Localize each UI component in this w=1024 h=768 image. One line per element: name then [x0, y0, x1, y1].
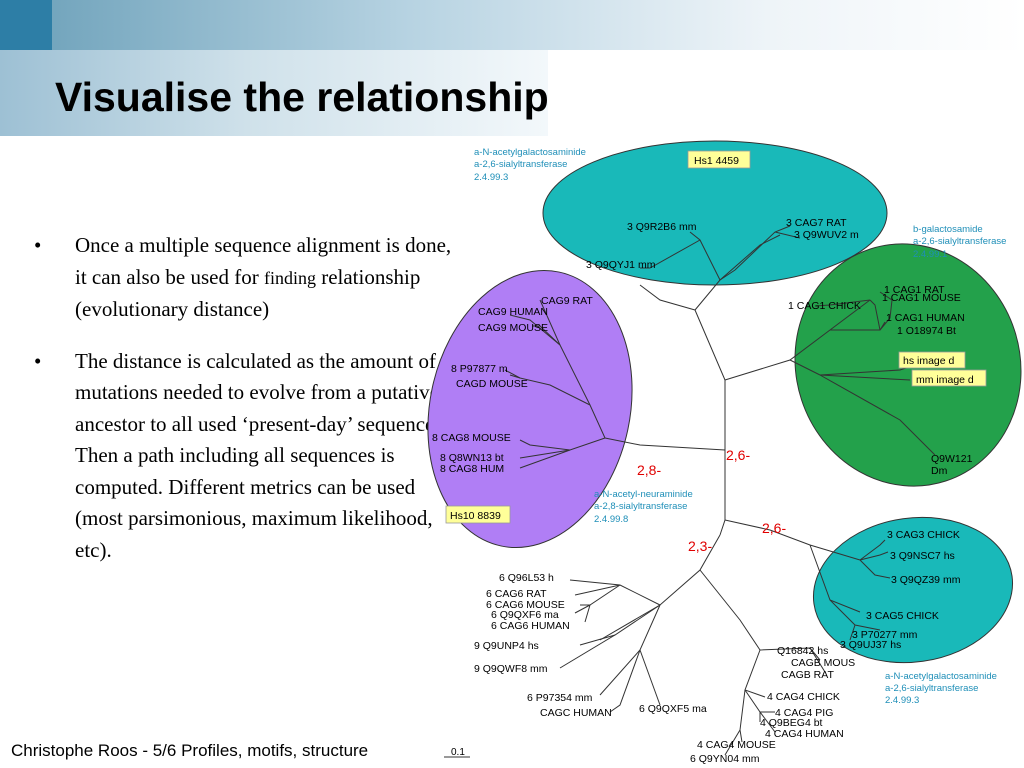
highlight-box	[898, 351, 966, 369]
highlighted-labels: Hs1 4459 Hs10 8839 hs image d mm image d	[445, 150, 987, 524]
leaf-label: 1 O18974 Bt	[897, 325, 956, 337]
highlight-label: mm image d	[916, 374, 974, 386]
group-label-left-line1: a-N-acetyl-neuraminide	[594, 489, 693, 500]
leaf-label: 3 Q9NSC7 hs	[890, 550, 955, 562]
node-label: 2,3-	[688, 538, 712, 554]
leaf-label: 1 CAG1 CHICK	[788, 300, 861, 312]
group-label-bottom: a-N-acetylgalactosaminide a-2,6-sialyltr…	[885, 671, 997, 706]
leaf-label: Q9W121	[931, 453, 973, 465]
group-label-right-line1: b-galactosamide	[913, 224, 983, 235]
leaf-label: 3 P70277 mm	[852, 629, 918, 641]
banner-square	[0, 0, 52, 50]
highlight-box	[911, 369, 987, 387]
leaf-label: 6 CAG6 RAT	[486, 588, 547, 600]
leaf-label: 4 CAG4 HUMAN	[765, 728, 844, 740]
leaf-label: 6 Q9QXF5 ma	[639, 703, 707, 715]
leaf-label: 8 P97877 m	[451, 363, 508, 375]
node-label: 2,6-	[762, 520, 786, 536]
highlight-label: Hs1 4459	[694, 155, 739, 167]
leaf-label: 6 Q9YN04 mm	[690, 753, 760, 765]
leaf-label: 3 CAG7 RAT	[786, 217, 847, 229]
leaf-label: 3 Q9QYJ1 mm	[586, 259, 656, 271]
leaf-label: 3 CAG5 CHICK	[866, 610, 939, 622]
group-label-right-line3: 2.4.99.1	[913, 249, 947, 260]
leaf-label: 4 Q9BEG4 bt	[760, 717, 823, 729]
tree-branches	[444, 225, 936, 758]
leaf-label: 8 Q8WN13 bt	[440, 452, 504, 464]
bullet-1-text-c: relationship (evolutionary distance)	[75, 264, 421, 322]
bullet-item: • The distance is calculated as the amoun…	[34, 346, 454, 567]
group-label-top-line1: a-N-acetylgalactosaminide	[474, 147, 586, 158]
highlight-box	[445, 505, 511, 524]
bullet-glyph: •	[34, 348, 42, 373]
leaf-labels: 3 Q9R2B6 mm 3 CAG7 RAT 3 Q9WUV2 m 3 Q9QY…	[432, 217, 973, 765]
leaf-label: 3 Q9QZ39 mm	[891, 574, 961, 586]
scale-label: 0.1	[451, 747, 465, 758]
leaf-label: 6 CAG6 HUMAN	[491, 620, 570, 632]
top-cluster	[542, 140, 888, 286]
leaf-label: 8 CAG8 HUM	[440, 463, 504, 475]
leaf-label: CAGB MOUS	[791, 657, 855, 669]
bullet-item: • Once a multiple sequence alignment is d…	[34, 230, 454, 326]
bullet-list: • Once a multiple sequence alignment is d…	[34, 230, 454, 586]
group-label-right-line2: a-2,6-sialyltransferase	[913, 236, 1006, 247]
bullet-1-text-b: finding	[263, 267, 316, 288]
group-label-left-line2: a-2,8-sialyltransferase	[594, 501, 687, 512]
leaf-label: CAG9 HUMAN	[478, 306, 548, 318]
bullet-glyph: •	[34, 233, 42, 257]
group-label-left: a-N-acetyl-neuraminide a-2,8-sialyltrans…	[594, 489, 693, 525]
leaf-label: CAG9 MOUSE	[478, 322, 548, 334]
left-cluster	[427, 269, 633, 549]
leaf-label: 3 Q9UJ37 hs	[840, 639, 901, 651]
leaf-label: 3 CAG3 CHICK	[887, 529, 960, 541]
highlight-label: Hs10 8839	[450, 510, 501, 522]
leaf-label: 9 Q9UNP4 hs	[474, 640, 539, 652]
leaf-label: Q16842 hs	[777, 645, 828, 657]
leaf-label: 6 P97354 mm	[527, 692, 593, 704]
group-label-bottom-line1: a-N-acetylgalactosaminide	[885, 671, 997, 682]
leaf-label: 9 Q9QWF8 mm	[474, 663, 548, 675]
leaf-label: 1 CAG1 RAT	[884, 284, 945, 296]
leaf-label: 4 CAG4 MOUSE	[697, 739, 776, 751]
leaf-label: 3 Q9R2B6 mm	[627, 221, 697, 233]
node-label: 2,6-	[726, 447, 750, 463]
node-labels: 2,6- 2,8- 2,6- 2,3-	[637, 447, 786, 554]
group-label-left-line3: 2.4.99.8	[594, 514, 628, 525]
bullet-2-text: The distance is calculated as the amount…	[75, 348, 448, 562]
top-banner	[0, 0, 1024, 50]
leaf-label: CAGD MOUSE	[456, 378, 528, 390]
highlight-label: hs image d	[903, 355, 955, 367]
leaf-label: CAGB RAT	[781, 669, 834, 681]
leaf-label: 1 CAG1 MOUSE	[882, 292, 961, 304]
highlight-box	[687, 150, 751, 169]
title-band	[0, 50, 548, 136]
node-label: 2,8-	[637, 462, 661, 478]
group-label-top-line3: 2.4.99.3	[474, 172, 508, 183]
leaf-label: 6 Q96L53 h	[499, 572, 554, 584]
leaf-label: Dm	[931, 465, 948, 477]
leaf-label: 1 CAG1 HUMAN	[886, 312, 965, 324]
leaf-label: CAG9 RAT	[541, 295, 593, 307]
leaf-label: 6 CAG6 MOUSE	[486, 599, 565, 611]
leaf-label: 4 CAG4 CHICK	[767, 691, 840, 703]
group-label-top: a-N-acetylgalactosaminide a-2,6-sialyltr…	[474, 147, 586, 183]
group-label-right: b-galactosamide a-2,6-sialyltransferase …	[913, 224, 1006, 260]
group-label-bottom-line3: 2.4.99.3	[885, 695, 919, 706]
leaf-label: 4 CAG4 PIG	[775, 707, 833, 719]
footer-text: Christophe Roos - 5/6 Profiles, motifs, …	[11, 741, 369, 760]
leaf-label: 8 CAG8 MOUSE	[432, 432, 511, 444]
slide-title: Visualise the relationship	[55, 74, 549, 120]
leaf-label: 6 Q9QXF6 ma	[491, 609, 559, 621]
leaf-label: CAGC HUMAN	[540, 707, 612, 719]
bullet-1-text-a: Once a multiple sequence alignment is do…	[75, 233, 452, 289]
group-label-bottom-line2: a-2,6-sialyltransferase	[885, 683, 978, 694]
group-label-top-line2: a-2,6-sialyltransferase	[474, 159, 567, 170]
leaf-label: 3 Q9WUV2 m	[794, 229, 859, 241]
